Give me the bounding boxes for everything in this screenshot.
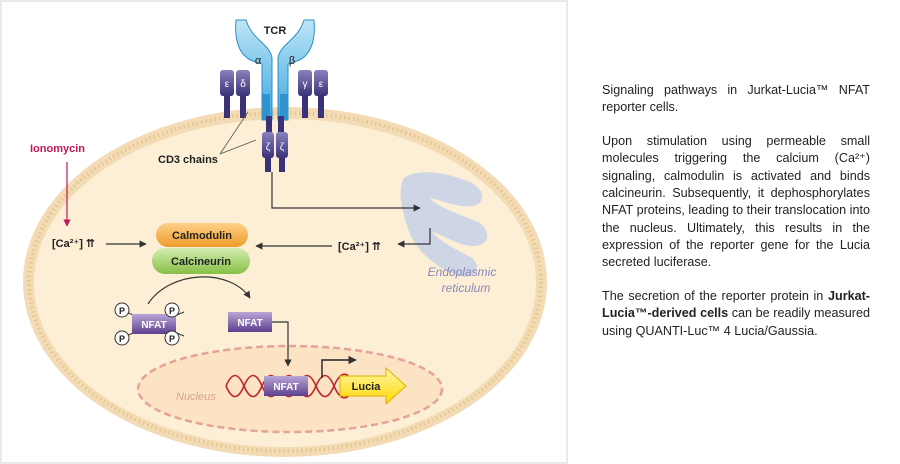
caption-title: Signaling pathways in Jurkat-Lucia™ NFAT…: [602, 83, 870, 115]
caption-panel: Signaling pathways in Jurkat-Lucia™ NFAT…: [602, 82, 870, 356]
cell-membrane-dotted: [27, 111, 543, 453]
dna-bound-nfat-label: NFAT: [273, 382, 298, 393]
caption-paragraph-2: The secretion of the reporter protein in…: [602, 288, 870, 340]
caption-paragraph-2-post: can be readily measured using QUANTI-Luc…: [602, 306, 870, 338]
cd3-zeta-pair: [262, 116, 288, 172]
transcription-start-arrow: [321, 355, 357, 378]
calmodulin-pill: [156, 223, 248, 247]
tcr-label: TCR: [264, 25, 287, 37]
cd3-delta: [236, 70, 250, 118]
cd3-pointer-1: [219, 139, 257, 155]
endoplasmic-reticulum-shape: [400, 172, 488, 277]
lucia-gene-arrow: [339, 366, 407, 406]
zeta-right-label: ζ: [280, 142, 285, 153]
calcineurin-label: Calcineurin: [171, 256, 231, 268]
dna-helix: [225, 373, 351, 399]
epsilon-left-label: ε: [225, 79, 230, 90]
gamma-label: γ: [303, 79, 308, 90]
phospho-nfat-label: NFAT: [141, 320, 166, 331]
dna-bound-nfat: [264, 376, 308, 396]
phospho-nfat: [114, 302, 185, 346]
caption-paragraph-2-bold: Jurkat-Lucia™-derived cells: [602, 288, 870, 321]
caption-paragraph-1: Upon stimulation using permeable small m…: [602, 133, 870, 270]
ionomycin-label: Ionomycin: [30, 143, 85, 155]
free-nfat: [228, 312, 272, 332]
caption-paragraph-2-pre: The secretion of the reporter protein in: [602, 288, 828, 303]
p-label-1: P: [119, 306, 125, 316]
signaling-diagram: Endoplasmic reticulum Nucleus TCR α β ε …: [0, 0, 568, 464]
ca-left-label: [Ca²⁺] ⇈: [52, 238, 95, 250]
calmodulin-label: Calmodulin: [172, 230, 232, 242]
lucia-label: Lucia: [352, 381, 382, 393]
epsilon-right-label: ε: [319, 79, 324, 90]
p-label-3: P: [119, 334, 125, 344]
beta-label: β: [289, 55, 295, 67]
zeta-left-label: ζ: [266, 142, 271, 153]
free-nfat-label: NFAT: [237, 318, 262, 329]
calcineurin-pill: [152, 248, 250, 274]
nucleus-label: Nucleus: [176, 391, 216, 403]
delta-label: δ: [240, 79, 246, 90]
cd3-epsilon-right: [314, 70, 328, 118]
nfat-to-nucleus-arrow: [272, 321, 292, 367]
p-label-2: P: [169, 306, 175, 316]
cd3-epsilon-left: [220, 70, 234, 118]
cd3-chains-label: CD3 chains: [158, 154, 218, 166]
er-label-line2: reticulum: [442, 281, 491, 295]
alpha-label: α: [255, 55, 262, 67]
er-to-ca-arrow: [397, 228, 431, 248]
p-label-4: P: [169, 334, 175, 344]
dephosphorylation-arrow: [147, 276, 251, 305]
cd3-gamma: [298, 70, 312, 118]
er-label-line1: Endoplasmic: [428, 265, 497, 279]
tcr-to-er-arrow: [271, 172, 421, 212]
ca-right-label: [Ca²⁺] ⇈: [338, 241, 381, 253]
cd3-pointer-2: [219, 111, 249, 155]
